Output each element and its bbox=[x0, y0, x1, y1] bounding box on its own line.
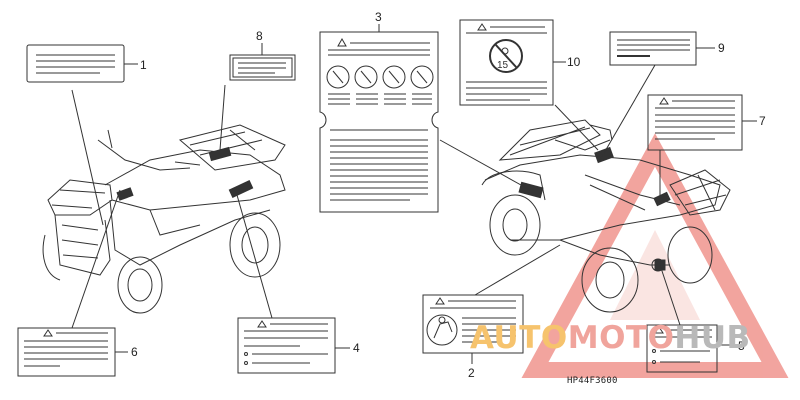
warning-triangle-icon bbox=[337, 37, 347, 47]
callout-8: 8 bbox=[256, 29, 263, 43]
label10-number: 15 bbox=[497, 60, 509, 71]
callout-4: 4 bbox=[353, 341, 360, 355]
no-passenger-icon bbox=[489, 39, 523, 73]
label-9 bbox=[609, 31, 697, 66]
callout-1: 1 bbox=[140, 58, 147, 72]
callout-6: 6 bbox=[131, 345, 138, 359]
callout-7: 7 bbox=[759, 114, 766, 128]
label-3 bbox=[319, 31, 439, 213]
label-8 bbox=[229, 54, 296, 81]
callout-3: 3 bbox=[375, 10, 382, 24]
rider-gear-icon bbox=[426, 314, 458, 346]
callout-5: 5 bbox=[738, 339, 745, 353]
diagram-code: HP44F3600 bbox=[567, 376, 618, 386]
warning-triangle-icon bbox=[435, 297, 445, 305]
warning-triangle-icon bbox=[654, 326, 664, 334]
warning-triangle-icon bbox=[659, 97, 669, 105]
leader-lines bbox=[71, 64, 681, 329]
label-10: 15 bbox=[459, 19, 554, 106]
atv-front-view bbox=[42, 124, 286, 314]
label-4 bbox=[237, 317, 336, 374]
watermark-part-3: HUB bbox=[674, 320, 751, 356]
callout-2: 2 bbox=[468, 366, 475, 380]
label-6 bbox=[17, 327, 116, 377]
warning-triangle-icon bbox=[477, 23, 487, 31]
label-1 bbox=[26, 44, 125, 83]
atv-rear-view bbox=[481, 119, 731, 313]
watermark-logo: AUTOMOTOHUB bbox=[470, 320, 800, 360]
label-7 bbox=[647, 94, 743, 151]
warning-triangle-icon bbox=[257, 320, 267, 328]
watermark-part-2: MOTO bbox=[567, 320, 675, 356]
warning-triangle-icon bbox=[43, 329, 53, 337]
callout-10: 10 bbox=[567, 55, 581, 69]
watermark-triangle-icon bbox=[521, 133, 789, 378]
label-5 bbox=[646, 324, 718, 373]
label-2 bbox=[422, 294, 524, 354]
watermark-part-1: AUTO bbox=[470, 320, 568, 356]
callout-9: 9 bbox=[718, 41, 725, 55]
